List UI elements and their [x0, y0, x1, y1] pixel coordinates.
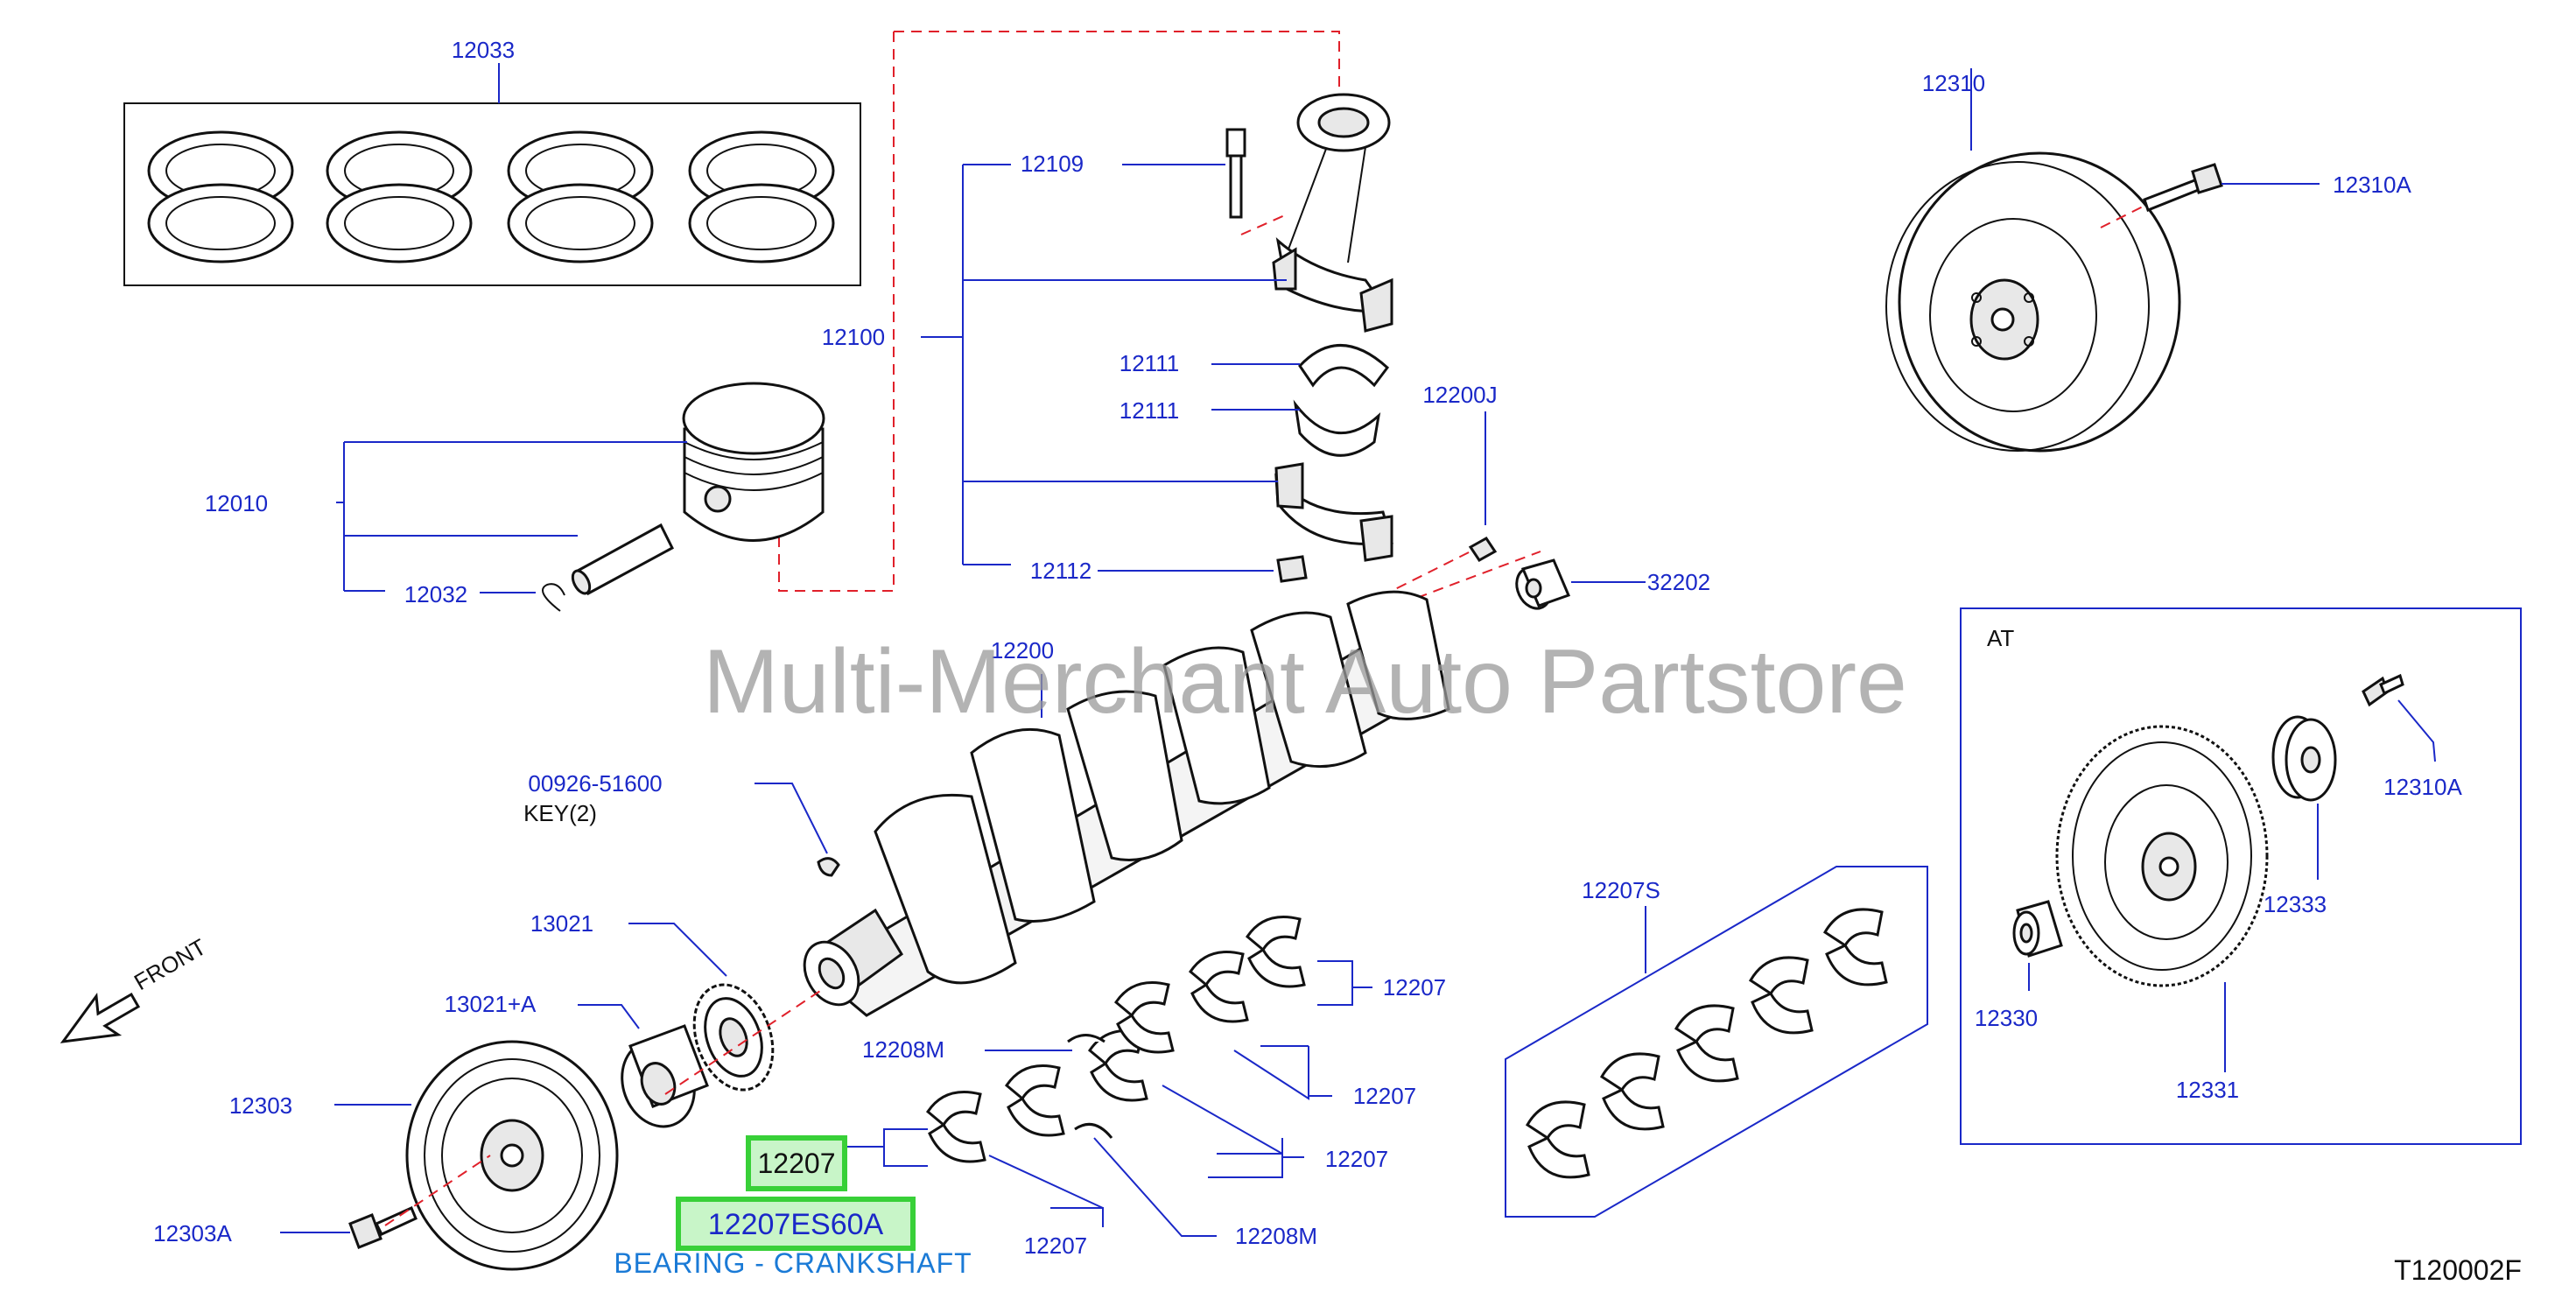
- callout-00926-51600[interactable]: 00926-51600: [528, 770, 662, 797]
- key-quantity-label: KEY(2): [523, 800, 597, 826]
- flywheel[interactable]: [1885, 151, 2181, 453]
- ring-stack-4: [688, 130, 835, 263]
- front-label: FRONT: [130, 933, 211, 995]
- crankshaft-sprocket[interactable]: [680, 973, 786, 1100]
- front-arrow-icon: [60, 992, 141, 1043]
- callout-12109[interactable]: 12109: [1021, 151, 1084, 177]
- callout-12200[interactable]: 12200: [991, 637, 1054, 664]
- callout-12010[interactable]: 12010: [205, 490, 268, 516]
- connecting-rod-cap[interactable]: [1274, 462, 1393, 562]
- connecting-rod[interactable]: [1272, 93, 1393, 333]
- connecting-rod-bearing-lower[interactable]: [1293, 399, 1381, 457]
- connecting-rod-bearing-upper[interactable]: [1298, 344, 1390, 388]
- watermark: Multi-Merchant Auto Partstore: [703, 631, 1907, 733]
- piston-pin-snap-ring[interactable]: [542, 583, 565, 612]
- at-box-title: AT: [1987, 625, 2014, 651]
- callout-12100[interactable]: 12100: [822, 324, 885, 350]
- highlight-callout-12207[interactable]: 12207: [746, 1135, 847, 1191]
- callout-32202[interactable]: 32202: [1647, 569, 1710, 595]
- callout-12310A-at[interactable]: 12310A: [2383, 774, 2462, 800]
- callout-12208M-upper[interactable]: 12208M: [862, 1036, 944, 1063]
- drive-plate-bolt[interactable]: [2362, 673, 2404, 707]
- at-box: [1960, 607, 2522, 1145]
- crankshaft[interactable]: [794, 590, 1450, 1017]
- full-part-number-text: 12207ES60A: [708, 1208, 884, 1241]
- converter-spacer[interactable]: [2271, 715, 2337, 802]
- torque-converter-bushing[interactable]: [2012, 900, 2063, 958]
- woodruff-key[interactable]: [817, 857, 840, 877]
- dowel-pin[interactable]: [1468, 537, 1498, 562]
- callout-12207-right-2[interactable]: 12207: [1353, 1083, 1416, 1109]
- ring-stack-2: [326, 130, 473, 263]
- crankshaft-pulley[interactable]: [405, 1040, 619, 1271]
- callout-12330[interactable]: 12330: [1975, 1005, 2038, 1031]
- callout-12310[interactable]: 12310: [1922, 70, 1985, 96]
- pulley-bolt[interactable]: [348, 1205, 418, 1249]
- callout-12111-upper[interactable]: 12111: [1120, 350, 1179, 376]
- highlight-part-number: 12207: [758, 1148, 836, 1179]
- callout-12207-right-1[interactable]: 12207: [1383, 974, 1446, 1001]
- callout-12112[interactable]: 12112: [1030, 558, 1091, 584]
- connecting-rod-nut[interactable]: [1276, 555, 1308, 583]
- crankshaft-spacer[interactable]: [610, 1024, 709, 1137]
- callout-12333[interactable]: 12333: [2264, 891, 2327, 917]
- callout-12331[interactable]: 12331: [2176, 1077, 2239, 1103]
- callout-12303A[interactable]: 12303A: [153, 1220, 232, 1246]
- ring-stack-3: [507, 130, 654, 263]
- part-description: BEARING - CRANKSHAFT: [614, 1247, 972, 1279]
- callout-12303[interactable]: 12303: [229, 1092, 292, 1119]
- callout-12033[interactable]: 12033: [452, 37, 515, 63]
- connecting-rod-bolt[interactable]: [1225, 128, 1246, 219]
- highlight-full-part-number[interactable]: 12207ES60A: [676, 1197, 916, 1251]
- callout-13021[interactable]: 13021: [530, 910, 593, 937]
- callout-12207S[interactable]: 12207S: [1582, 877, 1660, 903]
- callout-12207-right-3[interactable]: 12207: [1325, 1146, 1388, 1172]
- main-bearing-shells[interactable]: [926, 916, 1306, 1163]
- callout-12200J[interactable]: 12200J: [1422, 382, 1497, 408]
- callout-12310A[interactable]: 12310A: [2333, 172, 2411, 198]
- flywheel-bolt[interactable]: [2143, 163, 2223, 212]
- callout-12208M-lower[interactable]: 12208M: [1235, 1223, 1317, 1249]
- main-bearing-set[interactable]: [1505, 866, 1928, 1218]
- callout-12032[interactable]: 12032: [404, 581, 467, 607]
- drive-plate[interactable]: [2055, 725, 2269, 987]
- ring-stack-1: [147, 130, 294, 263]
- pilot-bushing[interactable]: [1511, 558, 1571, 614]
- piston[interactable]: [682, 382, 825, 542]
- piston-pin[interactable]: [569, 523, 674, 596]
- piston-ring-set[interactable]: [123, 102, 861, 286]
- figure-code: T120002F: [2394, 1254, 2522, 1286]
- callout-12111-lower[interactable]: 12111: [1120, 397, 1179, 424]
- callout-12207-bottom[interactable]: 12207: [1024, 1232, 1087, 1259]
- callout-13021-A[interactable]: 13021+A: [445, 991, 537, 1017]
